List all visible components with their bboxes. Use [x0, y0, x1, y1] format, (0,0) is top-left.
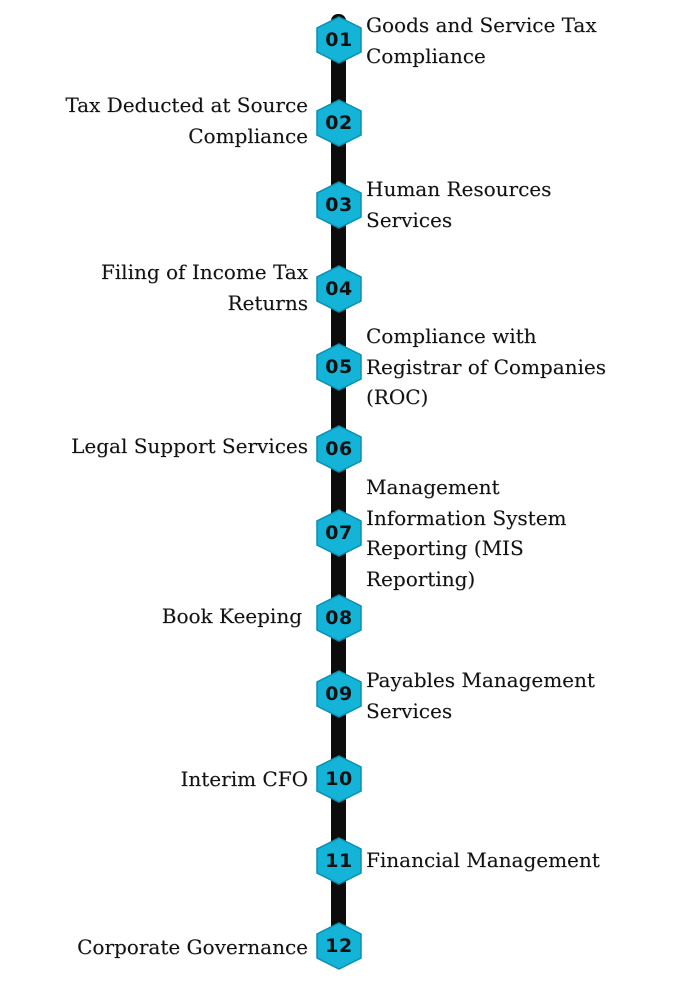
step-07-label: Management Information System Reporting … [366, 475, 567, 591]
step-03-badge: 03 [316, 181, 362, 229]
step-number: 06 [325, 438, 353, 460]
step-11-badge: 11 [316, 837, 362, 885]
hexagon-shape-icon [316, 594, 362, 642]
step-09-badge: 09 [316, 670, 362, 718]
step-08-badge: 08 [316, 594, 362, 642]
hexagon-shape-icon [316, 343, 362, 391]
step-number: 08 [325, 607, 353, 629]
step-01-badge: 01 [316, 16, 362, 64]
step-number: 10 [325, 768, 353, 790]
step-number: 05 [325, 356, 353, 378]
step-01-label: Goods and Service Tax Compliance [366, 13, 597, 68]
step-11-label: Financial Management [366, 848, 600, 872]
hexagon-shape-icon [316, 425, 362, 473]
hexagon-shape-icon [316, 265, 362, 313]
step-12-badge: 12 [316, 922, 362, 970]
step-05-badge: 05 [316, 343, 362, 391]
step-10-label: Interim CFO [180, 767, 308, 791]
hexagon-shape-icon [316, 181, 362, 229]
step-04-badge: 04 [316, 265, 362, 313]
hexagon-shape-icon [316, 99, 362, 147]
step-07-badge: 07 [316, 509, 362, 557]
hexagon-shape-icon [316, 16, 362, 64]
step-06-badge: 06 [316, 425, 362, 473]
step-04-label: Filing of Income Tax Returns [100, 260, 308, 315]
step-06-label: Legal Support Services [71, 434, 308, 458]
hexagon-shape-icon [316, 837, 362, 885]
step-number: 02 [325, 112, 353, 134]
step-number: 09 [325, 683, 353, 705]
step-10-badge: 10 [316, 755, 362, 803]
step-number: 01 [325, 29, 353, 51]
step-08-label: Book Keeping [161, 604, 302, 628]
hexagon-shape-icon [316, 755, 362, 803]
step-number: 07 [325, 522, 353, 544]
step-number: 12 [325, 935, 353, 957]
hexagon-shape-icon [316, 670, 362, 718]
step-number: 03 [325, 194, 353, 216]
step-02-badge: 02 [316, 99, 362, 147]
step-02-label: Tax Deducted at Source Compliance [65, 93, 308, 148]
hexagon-shape-icon [316, 509, 362, 557]
step-05-label: Compliance with Registrar of Companies (… [366, 324, 607, 409]
step-number: 04 [325, 278, 353, 300]
step-12-label: Corporate Governance [77, 935, 308, 959]
step-03-label: Human Resources Services [366, 177, 552, 232]
step-09-label: Payables Management Services [366, 668, 595, 723]
timeline-spine [331, 14, 346, 964]
step-number: 11 [325, 850, 353, 872]
hexagon-shape-icon [316, 922, 362, 970]
